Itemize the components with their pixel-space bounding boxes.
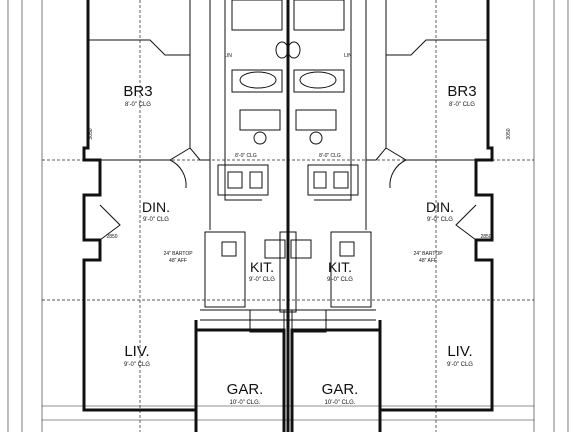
right-liv-label: LIV.: [447, 343, 472, 360]
left-gar-label: GAR.: [227, 381, 264, 398]
left-bartop-aff: 48" AFF: [169, 258, 187, 264]
left-linen-label: LIN: [224, 53, 232, 59]
right-window-3050: 3050: [506, 128, 512, 139]
left-bath-ceiling: 8'-0" CLG: [235, 153, 257, 159]
left-window-3050: 3050: [88, 128, 94, 139]
left-window-2850: 2850: [106, 234, 117, 240]
right-bartop-aff: 48" AFF: [419, 258, 437, 264]
right-kit-label: KIT.: [328, 259, 352, 275]
right-din-label: DIN.: [426, 199, 454, 215]
left-kit-label: KIT.: [250, 259, 274, 275]
left-liv-ceiling: 9'-0" CLG: [124, 362, 150, 368]
right-br3-ceiling: 8'-0" CLG: [449, 102, 475, 108]
left-liv-label: LIV.: [124, 343, 149, 360]
right-bartop-label: 24" BARTOP: [413, 251, 443, 257]
right-din-ceiling: 9'-0" CLG: [427, 217, 453, 223]
right-gar-label: GAR.: [322, 381, 359, 398]
right-gar-ceiling: 10'-0" CLG.: [325, 400, 356, 406]
right-liv-ceiling: 9'-0" CLG: [447, 362, 473, 368]
right-window-2850: 2850: [480, 234, 491, 240]
right-linen-label: LIN: [344, 53, 352, 59]
left-br3-label: BR3: [123, 83, 152, 100]
right-kit-ceiling: 9'-0" CLG: [327, 277, 353, 283]
left-gar-ceiling: 10'-0" CLG.: [230, 400, 261, 406]
left-din-label: DIN.: [142, 199, 170, 215]
right-br3-label: BR3: [447, 83, 476, 100]
left-kit-ceiling: 9'-0" CLG: [249, 277, 275, 283]
right-unit-walls: [287, 0, 488, 333]
left-bartop-label: 24" BARTOP: [163, 251, 193, 257]
left-br3-ceiling: 8'-0" CLG: [125, 102, 151, 108]
right-bath-ceiling: 8'-0" CLG: [319, 153, 341, 159]
left-din-ceiling: 9'-0" CLG: [143, 217, 169, 223]
